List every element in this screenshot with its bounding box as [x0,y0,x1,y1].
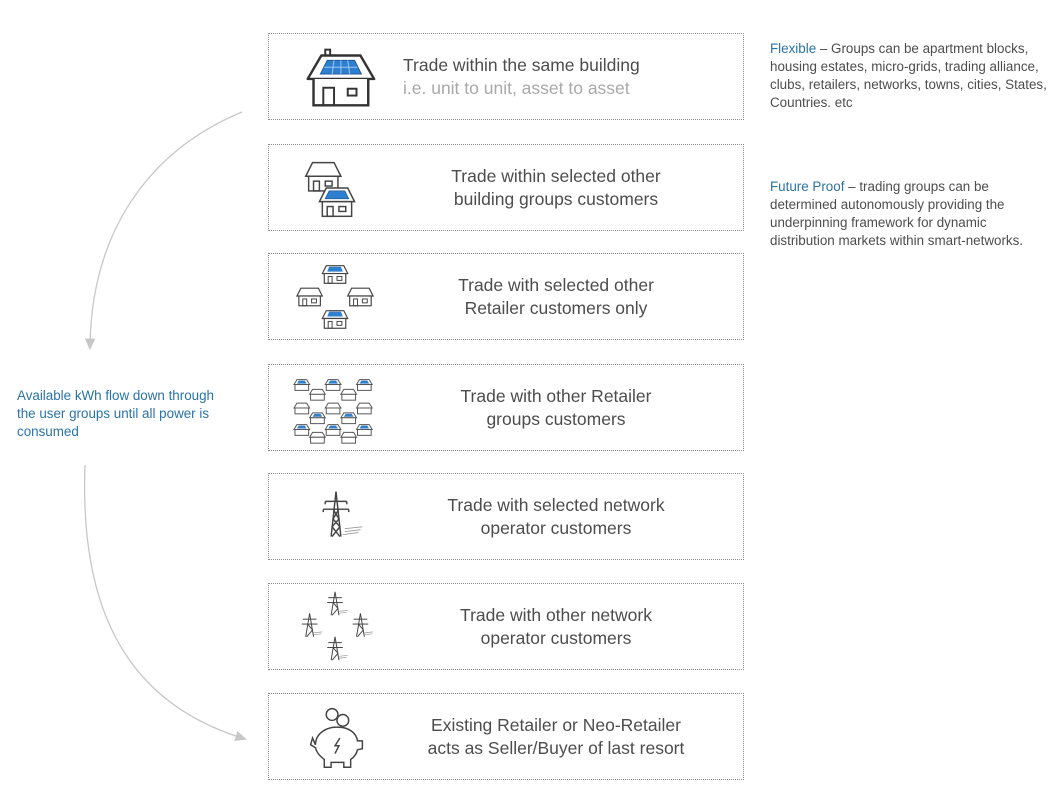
future-proof-text: – trading groups can be determined auton… [770,179,1024,248]
flow-arrow-upper [84,111,243,351]
tier-text: Trade with selected network operator cus… [381,474,731,559]
tier-building-groups: Trade within selected other building gro… [268,144,744,231]
tier-retailer-groups: Trade with other Retailer groups custome… [268,364,744,451]
tier-line-2: Retailer customers only [464,297,648,318]
tier-text: Trade with selected other Retailer custo… [381,254,731,339]
houses-icon [287,145,385,230]
tier-text: Trade within selected other building gro… [381,145,731,230]
pylons-icon [287,584,385,669]
tier-line-1: Trade with selected other [458,274,654,295]
house-solar-icon [287,34,385,119]
flow-arrow-lower [83,464,247,742]
piggy-bank-icon [287,694,385,779]
tier-line-2: operator customers [480,517,632,538]
flexible-note: Flexible – Groups can be apartment block… [770,40,1052,112]
tier-last-resort: Existing Retailer or Neo-Retailer acts a… [268,693,744,780]
tier-text: Trade with other Retailer groups custome… [381,365,731,450]
tier-line-1: Trade with other network [460,604,652,625]
tier-line-2: operator customers [480,627,632,648]
tier-line-2: groups customers [486,408,626,429]
tier-line-1: Trade within selected other [451,165,661,186]
tier-line-2: acts as Seller/Buyer of last resort [427,737,685,758]
tier-text: Trade with other network operator custom… [381,584,731,669]
flexible-label: Flexible [770,41,817,56]
tier-title: Trade within the same building [403,54,640,75]
tier-network-other: Trade with other network operator custom… [268,583,744,670]
tier-line-1: Trade with other Retailer [460,385,652,406]
flow-note: Available kWh flow down through the user… [17,388,215,439]
tier-retailer-customers: Trade with selected other Retailer custo… [268,253,744,340]
future-proof-label: Future Proof [770,179,845,194]
tier-line-2: building groups customers [453,188,659,209]
tier-subtitle: i.e. unit to unit, asset to asset [403,77,630,98]
future-proof-note: Future Proof – trading groups can be det… [770,178,1052,250]
tier-network-selected: Trade with selected network operator cus… [268,473,744,560]
tier-line-1: Existing Retailer or Neo-Retailer [431,714,681,735]
tier-text: Existing Retailer or Neo-Retailer acts a… [381,694,731,779]
tier-text: Trade within the same building i.e. unit… [403,34,731,119]
tier-same-building: Trade within the same building i.e. unit… [268,33,744,120]
house-grid-icon [287,365,385,450]
tier-line-1: Trade with selected network [447,494,665,515]
pylon-icon [287,474,385,559]
house-cluster-icon [287,254,385,339]
flexible-text: – Groups can be apartment blocks, housin… [770,41,1047,110]
